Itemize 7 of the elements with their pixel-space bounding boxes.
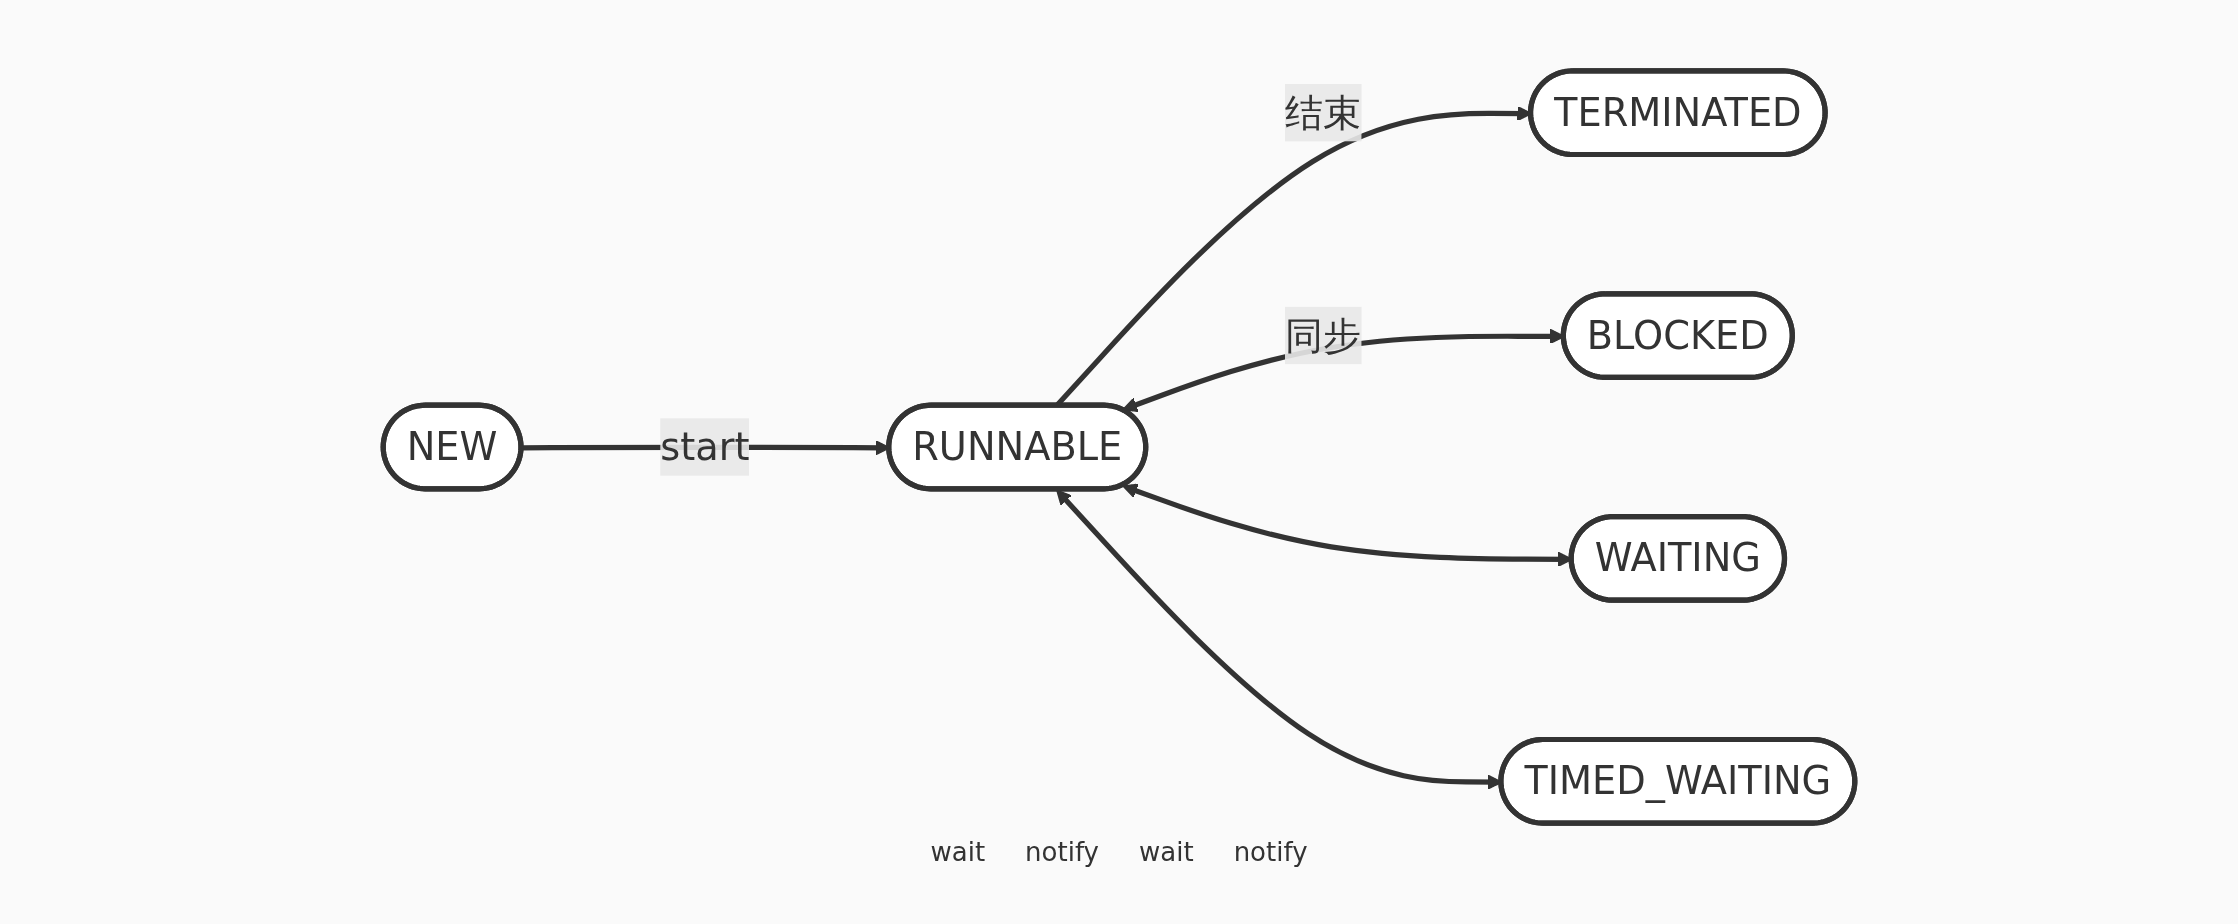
- edge-label: start: [660, 425, 750, 469]
- note-text: notify: [1025, 837, 1099, 867]
- edge-label: 同步: [1284, 313, 1362, 358]
- edge-label: 结束: [1284, 90, 1362, 135]
- note-text: wait: [1139, 837, 1194, 867]
- note-text: notify: [1233, 837, 1308, 867]
- note-text: wait: [930, 837, 986, 867]
